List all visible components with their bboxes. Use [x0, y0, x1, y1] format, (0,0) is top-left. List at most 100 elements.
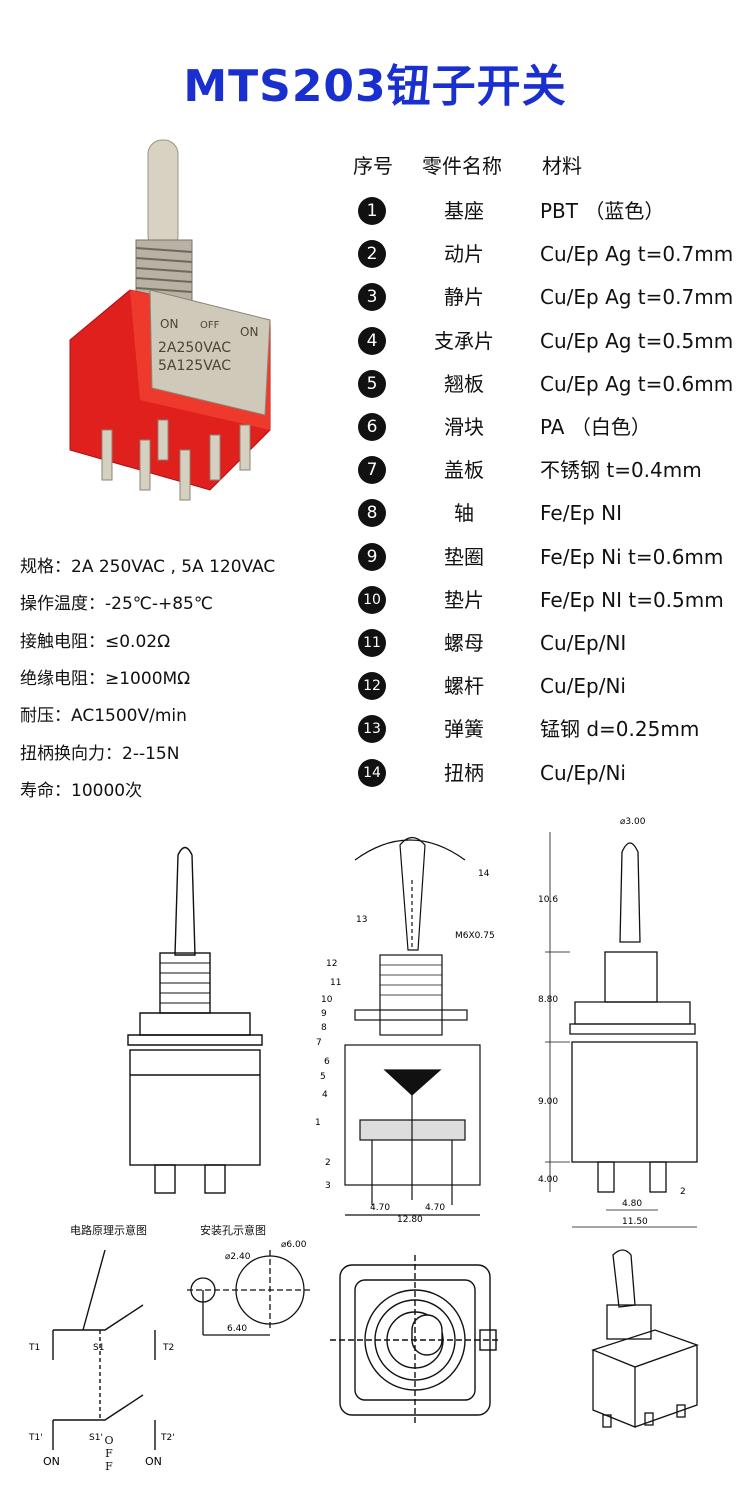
mount-hole-diagram: ⌀2.40 ⌀6.00 6.40: [187, 1240, 310, 1336]
dim-section-a: 4.70: [370, 1203, 390, 1213]
pos-on-right: ON: [145, 1455, 162, 1468]
part-name: 静片: [444, 285, 484, 309]
callout-7: 7: [316, 1038, 322, 1048]
terminal-s1: S1: [93, 1343, 104, 1353]
mount-dim-large: ⌀6.00: [281, 1240, 307, 1250]
spec-line: 寿命：10000次: [20, 780, 143, 801]
product-photo: ON OFF ON 2A250VAC 5A125VAC: [69, 139, 271, 501]
callout-14: 14: [478, 869, 490, 879]
terminal-t1: T1: [28, 1343, 40, 1353]
part-material: PA （白色）: [540, 415, 651, 439]
part-number-badge: 13: [358, 715, 386, 743]
part-number-badge: 9: [358, 543, 386, 571]
part-material: Fe/Ep NI t=0.5mm: [540, 588, 724, 612]
spec-line: 接触电阻：≤0.02Ω: [20, 631, 171, 652]
part-material: PBT （蓝色）: [540, 199, 665, 223]
spec-line: 操作温度：-25℃-+85℃: [20, 594, 213, 615]
dim-section-b: 4.70: [425, 1203, 445, 1213]
part-name: 螺杆: [444, 674, 484, 698]
dim-bushing: 8.80: [538, 995, 558, 1005]
part-name: 盖板: [444, 458, 484, 482]
part-number-badge: 11: [358, 629, 386, 657]
isometric-drawing: [591, 1249, 699, 1428]
dim-terminal: 4.00: [538, 1175, 558, 1185]
part-number-badge: 8: [358, 499, 386, 527]
part-number-badge: 1: [358, 197, 386, 225]
dim-width: 11.50: [622, 1217, 648, 1227]
callout-13: 13: [356, 915, 367, 925]
part-number-badge: 12: [358, 672, 386, 700]
part-name: 螺母: [444, 631, 484, 655]
part-number-badge: 5: [358, 370, 386, 398]
terminal-t1p: T1': [28, 1433, 43, 1443]
terminal-t2: T2: [162, 1343, 174, 1353]
mount-dim-spacing: 6.40: [227, 1324, 247, 1334]
dim-terminal-w: 2: [680, 1187, 686, 1197]
callout-2: 2: [325, 1158, 331, 1168]
spec-line: 绝缘电阻：≥1000MΩ: [20, 668, 191, 689]
header-material: 材料: [542, 154, 582, 178]
part-name: 滑块: [444, 415, 484, 439]
section-view-drawing: M6X0.75 14 13 12 11 10 9 8 7 6 5 4 1 2 3…: [315, 836, 495, 1225]
part-name: 动片: [444, 242, 484, 266]
photo-off: OFF: [200, 320, 220, 331]
circuit-title: 电路原理示意图: [70, 1224, 147, 1237]
part-number-badge: 7: [358, 456, 386, 484]
front-view-drawing: [127, 846, 263, 1194]
part-number-badge: 4: [358, 327, 386, 355]
part-material: Cu/Ep Ag t=0.6mm: [540, 372, 734, 396]
dim-section-total: 12.80: [397, 1215, 423, 1225]
part-name: 垫片: [444, 588, 484, 612]
photo-on-left: ON: [160, 317, 178, 331]
part-name: 支承片: [434, 329, 494, 353]
dim-pitch: 4.80: [622, 1199, 642, 1209]
part-number-badge: 2: [358, 240, 386, 268]
callout-6: 6: [324, 1057, 330, 1067]
part-number-badge: 3: [358, 283, 386, 311]
mount-title: 安装孔示意图: [200, 1224, 266, 1237]
side-view-drawing: ⌀3.00 10.6 8.80 9.00 4.00 4.80 2 11.50: [538, 817, 698, 1228]
callout-9: 9: [321, 1009, 327, 1019]
spec-line: 扭柄换向力：2--15N: [20, 743, 180, 764]
pos-on-left: ON: [43, 1455, 60, 1468]
dim-lever-dia: ⌀3.00: [620, 817, 646, 827]
callout-12: 12: [326, 959, 337, 969]
dim-thread: M6X0.75: [455, 931, 495, 941]
photo-on-right: ON: [240, 325, 258, 339]
callout-5: 5: [320, 1072, 326, 1082]
terminal-s1p: S1': [89, 1433, 103, 1443]
callout-10: 10: [321, 995, 333, 1005]
callout-3: 3: [325, 1181, 331, 1191]
spec-line: 规格：2A 250VAC , 5A 120VAC: [20, 557, 276, 577]
header-index: 序号: [353, 154, 393, 178]
part-material: Cu/Ep/Ni: [540, 761, 626, 785]
callout-4: 4: [322, 1090, 328, 1100]
part-name: 轴: [454, 501, 474, 525]
part-material: Cu/Ep Ag t=0.7mm: [540, 285, 734, 309]
terminal-t2p: T2': [160, 1433, 175, 1443]
photo-rating1: 2A250VAC: [158, 340, 231, 356]
part-name: 垫圈: [444, 545, 484, 569]
part-name: 翘板: [444, 372, 484, 396]
dim-body: 9.00: [538, 1097, 558, 1107]
part-material: Fe/Ep Ni t=0.6mm: [540, 545, 724, 569]
part-number-badge: 6: [358, 413, 386, 441]
top-view-drawing: [330, 1255, 500, 1425]
pos-off: OFF: [104, 1434, 114, 1473]
part-number-badge: 10: [358, 586, 386, 614]
callout-11: 11: [330, 978, 341, 988]
part-name: 弹簧: [444, 717, 484, 741]
photo-rating2: 5A125VAC: [158, 358, 231, 374]
part-material: Cu/Ep Ag t=0.5mm: [540, 329, 734, 353]
part-name: 扭柄: [444, 761, 484, 785]
callout-8: 8: [321, 1023, 327, 1033]
page-title: MTS203钮子开关: [183, 61, 567, 112]
part-material: 不锈钢 t=0.4mm: [540, 458, 702, 482]
circuit-diagram: T1 S1 T2 T1' S1' T2' ON ON: [28, 1249, 175, 1468]
callout-1: 1: [315, 1118, 321, 1128]
part-name: 基座: [444, 199, 484, 223]
header-part: 零件名称: [422, 154, 502, 178]
dim-lever-len: 10.6: [538, 895, 558, 905]
spec-line: 耐压：AC1500V/min: [20, 706, 187, 727]
mount-dim-small: ⌀2.40: [225, 1252, 251, 1262]
